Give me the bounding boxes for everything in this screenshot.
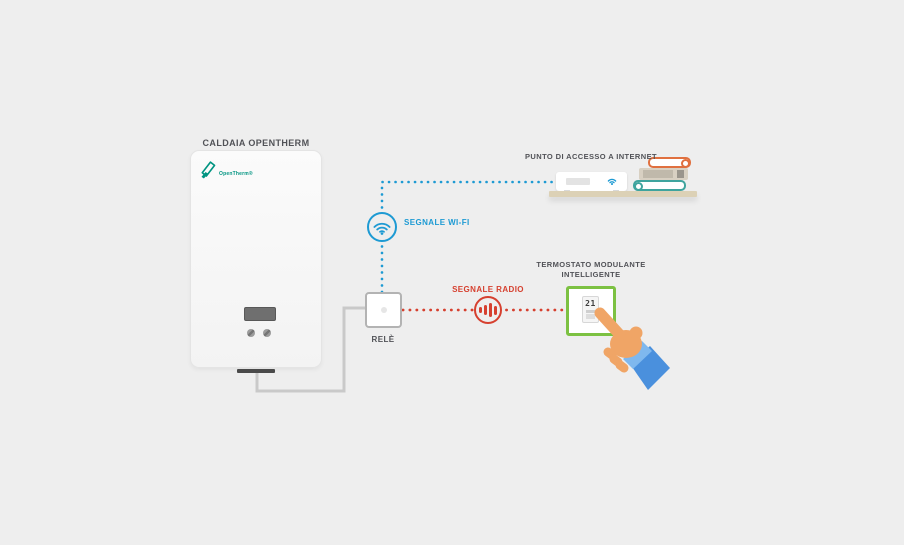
boiler-relay-wire (255, 306, 367, 393)
radio-bar (479, 307, 482, 313)
book-teal (633, 180, 686, 191)
boiler-title: CALDAIA OPENTHERM (202, 138, 310, 148)
relay-label: RELÈ (371, 335, 395, 344)
temperature-value: 21 (585, 299, 596, 308)
boiler: OpenTherm® (190, 150, 322, 368)
radio-signal-label: SEGNALE RADIO (452, 285, 524, 294)
router (556, 172, 627, 193)
thermostat-label-line1: TERMOSTATO MODULANTE (536, 260, 646, 269)
radio-bar (489, 303, 492, 317)
router-front-panel (566, 178, 590, 185)
wifi-led-icon (607, 178, 617, 185)
opentherm-logo-text: OpenTherm® (219, 171, 253, 177)
opentherm-logo-icon (201, 161, 216, 179)
wifi-signal-label: SEGNALE WI-FI (404, 218, 470, 227)
book-gray (639, 168, 688, 180)
opentherm-logo: OpenTherm® (199, 159, 253, 180)
boiler-knob-left (247, 329, 255, 337)
hand-pointer-icon (594, 307, 670, 390)
relay-box (365, 292, 402, 328)
display-line (586, 314, 595, 319)
radio-bar (494, 305, 497, 315)
boiler-pipe (237, 369, 275, 373)
boiler-knob-right (263, 329, 271, 337)
thermostat-label-line2: INTELLIGENTE (561, 269, 621, 279)
shelf (549, 191, 697, 197)
wifi-arcs-icon (373, 222, 391, 235)
display-line (586, 310, 595, 313)
wifi-dotted-line (380, 180, 558, 294)
thermostat-label: TERMOSTATO MODULANTE INTELLIGENTE (506, 260, 676, 279)
boiler-display (244, 307, 276, 321)
router-label: PUNTO DI ACCESSO A INTERNET (525, 152, 657, 161)
wifi-icon (367, 212, 397, 242)
book-orange (648, 157, 691, 168)
radio-signal-icon (474, 296, 502, 324)
radio-bar (484, 305, 487, 315)
